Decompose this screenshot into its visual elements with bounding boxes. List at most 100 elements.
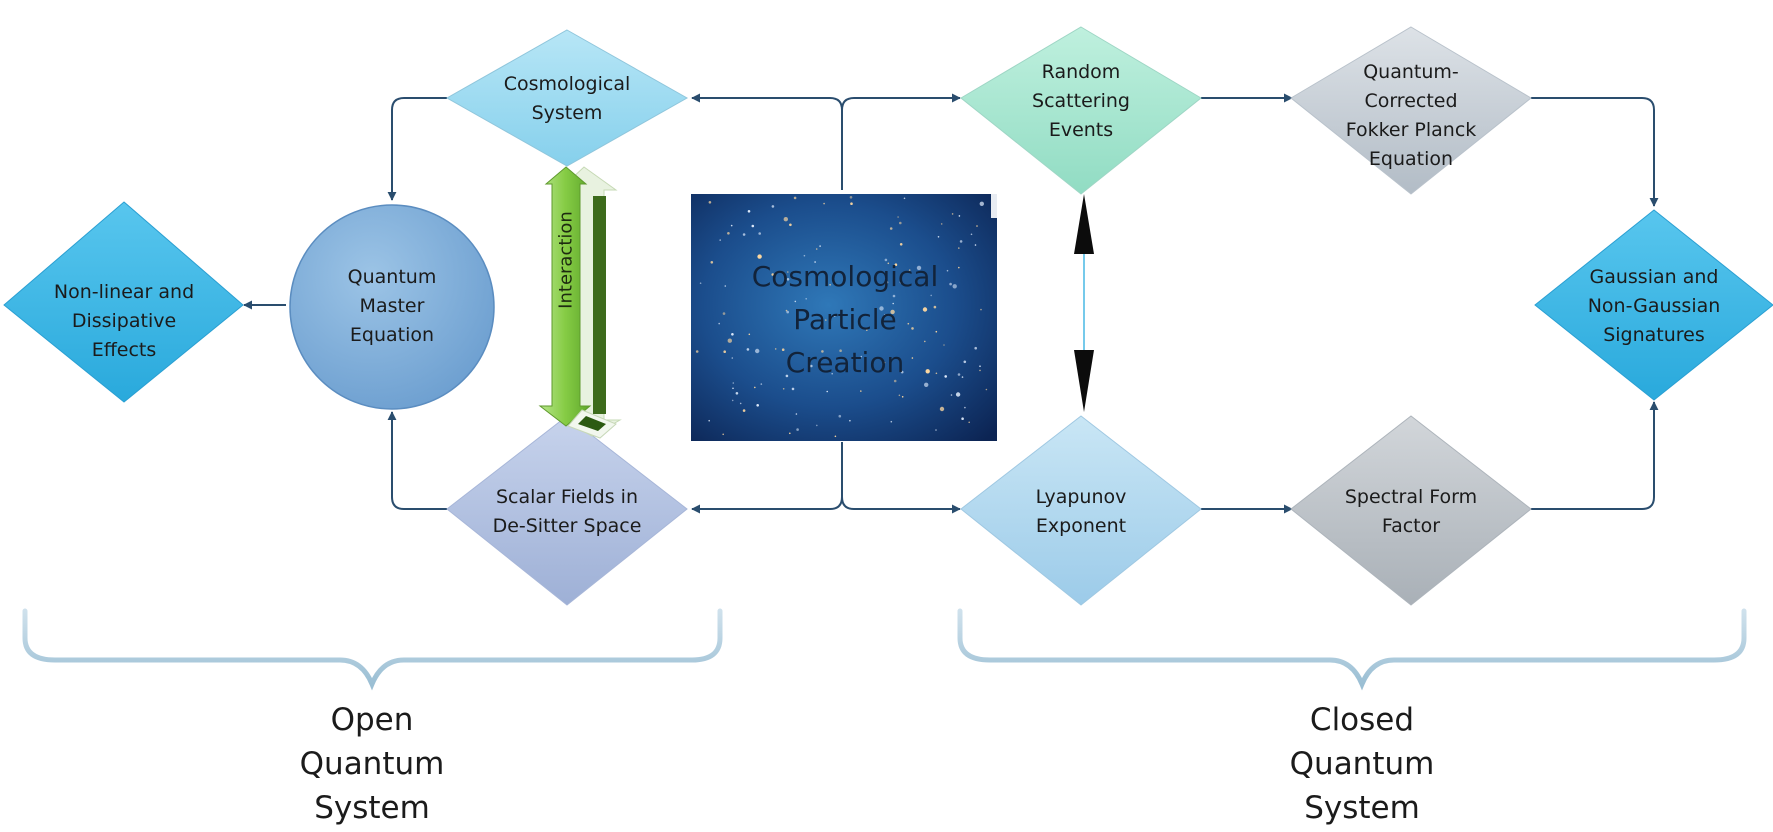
star bbox=[838, 414, 842, 418]
star bbox=[943, 344, 945, 346]
star bbox=[722, 433, 724, 436]
star bbox=[951, 213, 954, 215]
node-nonlinear[interactable] bbox=[3, 201, 244, 403]
star bbox=[974, 244, 977, 246]
connectors bbox=[243, 93, 1659, 514]
star bbox=[899, 369, 902, 372]
star bbox=[731, 357, 734, 359]
star bbox=[796, 428, 799, 431]
star bbox=[944, 375, 947, 378]
star bbox=[957, 373, 961, 376]
star bbox=[771, 205, 775, 208]
star bbox=[958, 266, 960, 269]
star bbox=[829, 284, 831, 286]
star bbox=[968, 421, 970, 424]
star bbox=[849, 196, 853, 199]
node-spectral[interactable] bbox=[1290, 415, 1532, 606]
star bbox=[911, 327, 914, 330]
interaction-arrow bbox=[538, 166, 622, 439]
node-gaussian[interactable] bbox=[1534, 209, 1773, 401]
star bbox=[760, 383, 763, 385]
star bbox=[900, 370, 904, 374]
star bbox=[899, 280, 903, 284]
star bbox=[885, 281, 889, 284]
center-image bbox=[691, 194, 997, 441]
double-arrow-random-lyapunov bbox=[1074, 194, 1094, 412]
node-cosmological-system[interactable] bbox=[445, 29, 689, 167]
star bbox=[718, 322, 720, 325]
arrow-cosmological-system-to-master bbox=[387, 97, 447, 201]
star bbox=[958, 247, 960, 249]
star bbox=[935, 429, 937, 431]
star bbox=[952, 284, 957, 289]
star bbox=[979, 365, 981, 368]
node-fokker-planck[interactable] bbox=[1290, 26, 1532, 195]
star bbox=[785, 374, 789, 378]
arrow-center-to-scalar-fields bbox=[691, 442, 843, 514]
star bbox=[961, 417, 964, 421]
star bbox=[860, 390, 862, 392]
arrow-scalar-fields-to-master bbox=[387, 411, 447, 510]
node-quantum-master[interactable] bbox=[289, 204, 495, 410]
star bbox=[949, 282, 952, 286]
brace-closed bbox=[957, 608, 1747, 691]
star bbox=[789, 432, 791, 435]
star bbox=[911, 357, 914, 359]
node-scalar-fields[interactable] bbox=[446, 415, 688, 606]
star bbox=[786, 310, 789, 314]
star bbox=[723, 350, 726, 354]
interaction-label: Interaction bbox=[555, 211, 577, 309]
center-title: Cosmological Particle Creation bbox=[751, 260, 939, 379]
star bbox=[815, 248, 818, 250]
star bbox=[731, 399, 734, 402]
star bbox=[747, 210, 751, 213]
star bbox=[979, 369, 981, 372]
star bbox=[695, 350, 699, 353]
star bbox=[724, 285, 727, 287]
star bbox=[935, 372, 938, 375]
arrow-fokker-to-gaussian bbox=[1531, 97, 1659, 207]
star bbox=[860, 355, 863, 358]
star bbox=[782, 388, 785, 390]
star bbox=[722, 312, 726, 315]
star bbox=[833, 315, 836, 318]
star bbox=[930, 294, 932, 297]
star bbox=[755, 348, 760, 354]
star bbox=[979, 201, 984, 206]
star bbox=[892, 294, 896, 298]
star bbox=[925, 369, 930, 374]
star bbox=[950, 394, 953, 396]
star bbox=[748, 333, 751, 336]
star bbox=[970, 233, 973, 236]
star bbox=[826, 390, 828, 393]
star bbox=[742, 409, 746, 412]
node-random-scattering[interactable] bbox=[960, 26, 1202, 195]
star bbox=[727, 232, 730, 235]
star bbox=[850, 202, 853, 205]
star bbox=[825, 319, 827, 321]
star bbox=[958, 215, 961, 217]
star bbox=[866, 329, 868, 332]
star bbox=[939, 406, 945, 412]
star bbox=[889, 227, 893, 230]
star bbox=[823, 202, 825, 205]
star bbox=[985, 388, 988, 391]
star bbox=[831, 372, 833, 375]
node-lyapunov[interactable] bbox=[960, 415, 1202, 606]
star bbox=[899, 243, 903, 246]
star bbox=[735, 392, 739, 395]
star bbox=[756, 404, 759, 407]
star bbox=[901, 396, 904, 398]
star bbox=[935, 330, 938, 333]
star bbox=[814, 261, 816, 263]
star bbox=[879, 306, 884, 311]
star bbox=[774, 348, 777, 350]
star bbox=[816, 424, 818, 427]
star bbox=[955, 392, 961, 397]
arrow-spectral-to-gaussian bbox=[1531, 401, 1659, 510]
star bbox=[924, 382, 929, 387]
star bbox=[834, 435, 837, 438]
star bbox=[940, 223, 943, 225]
star bbox=[710, 261, 714, 264]
